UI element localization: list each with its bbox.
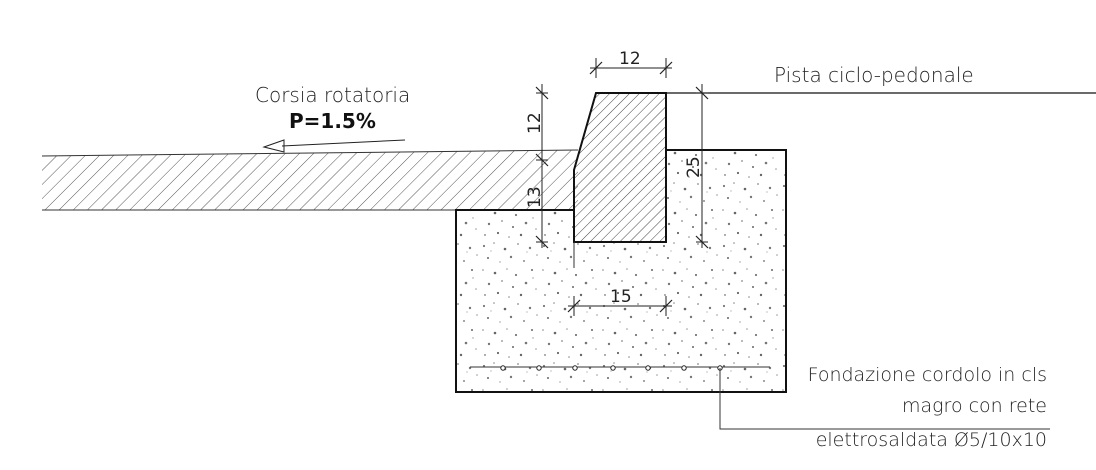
lane-label: Corsia rotatoria	[255, 83, 410, 107]
dim-label-base-width: 15	[610, 287, 632, 307]
dimension-right-vertical	[695, 84, 709, 249]
reinforcement-mesh	[470, 365, 770, 371]
foundation-label-line3: elettrosaldata Ø5/10x10	[816, 429, 1047, 451]
road-pavement	[41, 149, 579, 211]
dimension-left-vertical	[535, 84, 549, 249]
cycle-path-label: Pista ciclo-pedonale	[774, 63, 974, 87]
foundation-label-line1: Fondazione cordolo in cls	[808, 364, 1047, 386]
dimension-curb-top-width	[589, 58, 673, 78]
slope-arrow	[262, 139, 406, 153]
foundation-label-line2: magro con rete	[902, 395, 1047, 417]
dim-label-curb-height: 25	[684, 156, 704, 178]
foundation-leader-line	[719, 368, 1050, 430]
curb-stone	[573, 92, 667, 268]
dim-label-top-width: 12	[619, 49, 641, 69]
slope-label: P=1.5%	[289, 109, 376, 133]
dim-label-curb-rise: 12	[525, 112, 545, 134]
dim-label-curb-embed: 13	[525, 186, 545, 208]
dimension-base-width	[567, 296, 673, 316]
